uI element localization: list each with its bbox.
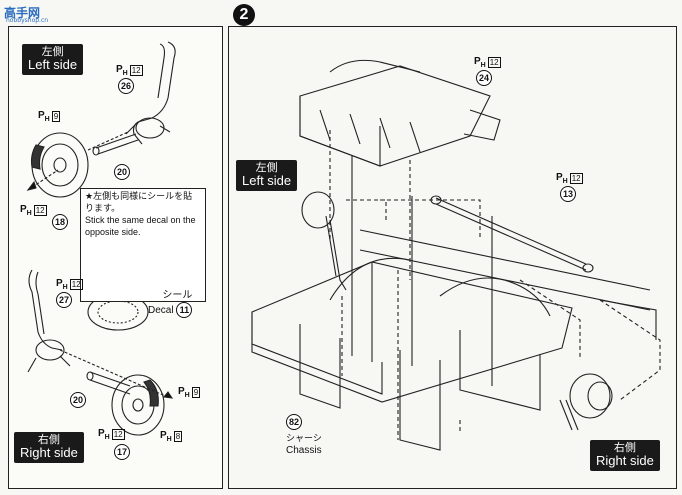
watermark-logo: 高手网: [4, 6, 41, 20]
axle-pin-upper: [95, 133, 139, 155]
part-17-number: 17: [114, 444, 130, 460]
part-26-callout: PH 12: [116, 64, 143, 77]
part-9-callout-top: PH 9: [38, 110, 61, 123]
left-side-label-top: 左側 Left side: [22, 44, 84, 75]
part-12-callout-top: PH 12: [20, 204, 47, 217]
part-13-number: 13: [560, 186, 576, 202]
part-20-number-top: 20: [114, 164, 130, 180]
note-en: Stick the same decal on the opposite sid…: [85, 215, 196, 238]
part-9-callout-bottom: PH 9: [178, 386, 201, 399]
part-26-number: 26: [118, 78, 134, 94]
part-24-number: 24: [476, 70, 492, 86]
decal-note: ★左側も同様にシールを貼ります。 Stick the same decal on…: [80, 188, 206, 302]
part-27-number: 27: [56, 292, 72, 308]
chassis-callout: 82 シャーシ Chassis: [286, 414, 322, 456]
axle-pin-lower: [89, 371, 131, 395]
part-8-callout-bottom: PH 8: [160, 430, 183, 443]
subframe-drawing: [299, 59, 501, 167]
decal-label: シール Decal 11: [148, 290, 193, 318]
right-panel-chassis-assembly: [228, 26, 677, 489]
right-side-label-chassis: 右側 Right side: [590, 440, 660, 471]
note-jp: ★左側も同様にシールを貼ります。: [85, 192, 193, 214]
knuckle-lower-arm: [28, 269, 63, 351]
part-20-number-bottom: 20: [70, 392, 86, 408]
brake-disc-lower: [111, 374, 165, 436]
knuckle-upper-arm: [132, 41, 176, 145]
part-27-callout: PH 12: [56, 278, 83, 291]
chassis-drawing: [251, 229, 657, 451]
part-13-callout: PH 12: [556, 172, 583, 185]
part-18-number: 18: [52, 214, 68, 230]
part-12-callout-bottom: PH 12: [98, 428, 125, 441]
hub-right: [569, 373, 611, 419]
left-side-label-chassis: 左側 Left side: [236, 160, 298, 191]
right-side-label-left-panel: 右側 Right side: [14, 432, 84, 463]
knuckle-left: [301, 191, 335, 229]
tie-rod: [435, 197, 587, 271]
part-24-callout: PH 12: [474, 56, 501, 69]
step-number: 2: [233, 4, 255, 26]
watermark-url: hobbyshop.cn: [6, 17, 49, 24]
